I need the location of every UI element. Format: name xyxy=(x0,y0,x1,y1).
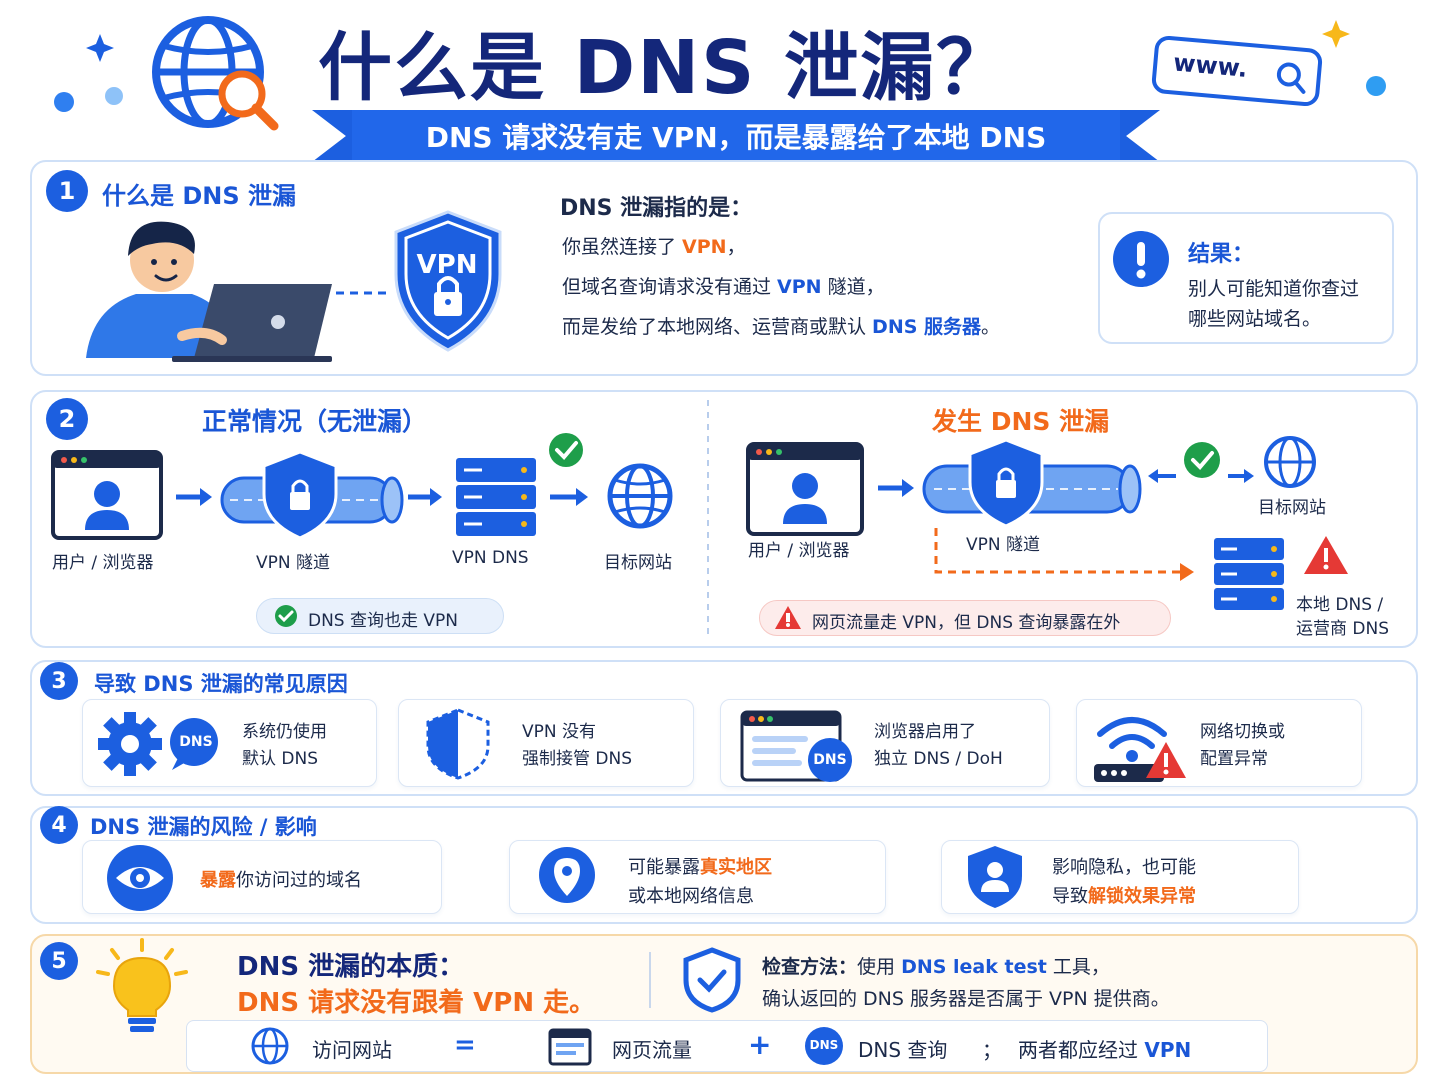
check-icon xyxy=(275,605,297,627)
target-site-globe-icon xyxy=(1264,436,1316,488)
vpn-dns-server-icon xyxy=(456,458,536,536)
normal-user-label: 用户 / 浏览器 xyxy=(52,553,154,573)
definition-line-1: 你虽然连接了 VPN， xyxy=(562,236,746,258)
section-3-title: 导致 DNS 泄漏的常见原因 xyxy=(94,672,348,696)
vpn-shield-label: VPN xyxy=(416,250,478,280)
formula-dns-badge: DNS xyxy=(809,1038,839,1052)
normal-title: 正常情况（无泄漏） xyxy=(202,407,428,436)
local-dns-label-2: 运营商 DNS xyxy=(1296,619,1390,639)
section-2-number: 2 xyxy=(46,398,88,440)
wifi-warning-icon xyxy=(1094,717,1186,782)
formula-separator: ； xyxy=(982,1038,1002,1062)
warning-icon xyxy=(775,606,801,629)
formula-dns: DNS 查询 xyxy=(858,1038,948,1062)
risk-3-line-2: 导致解锁效果异常 xyxy=(1052,886,1196,907)
section-divider xyxy=(707,400,709,640)
sparkle-decoration-icon xyxy=(54,20,1386,112)
gear-icon xyxy=(98,712,218,776)
dns-badge-icon xyxy=(805,1027,843,1065)
cause-1-line-1: 系统仍使用 xyxy=(242,722,327,742)
risk-2-line-2: 或本地网络信息 xyxy=(628,886,754,907)
vertical-divider xyxy=(649,952,651,1008)
search-icon xyxy=(1276,62,1306,94)
section-1-title: 什么是 DNS 泄漏 xyxy=(102,182,297,210)
section-1-number: 1 xyxy=(46,170,88,212)
search-box-text: www. xyxy=(1172,48,1249,83)
definition-line-3: 而是发给了本地网络、运营商或默认 DNS 服务器。 xyxy=(562,316,1001,338)
leak-title: 发生 DNS 泄漏 xyxy=(932,407,1110,436)
normal-note: DNS 查询也走 VPN xyxy=(308,611,459,631)
result-line-1: 别人可能知道你查过 xyxy=(1188,278,1360,300)
normal-flow-diagram xyxy=(51,433,673,540)
local-dns-label-1: 本地 DNS / xyxy=(1296,595,1384,615)
user-browser-icon xyxy=(51,450,163,540)
check-shield-icon xyxy=(683,947,741,1013)
user-browser-icon xyxy=(746,442,864,536)
risk-1-text: 暴露你访问过的域名 xyxy=(200,870,362,891)
browser-dns-icon xyxy=(740,710,852,782)
formula-both: 两者都应经过 VPN xyxy=(1018,1038,1192,1062)
eye-icon xyxy=(107,845,173,911)
vpn-shield-icon xyxy=(394,210,502,352)
globe-icon xyxy=(251,1027,289,1065)
location-pin-icon xyxy=(539,847,595,903)
section-4-number: 4 xyxy=(40,806,78,844)
vpn-tunnel-icon xyxy=(220,450,404,540)
section-3-number: 3 xyxy=(40,662,78,700)
person-laptop-illustration xyxy=(86,221,332,362)
user-shield-icon xyxy=(968,846,1022,908)
target-site-globe-icon xyxy=(607,463,673,529)
half-shield-icon xyxy=(426,708,490,780)
leak-note-pill xyxy=(759,600,1171,636)
dashed-connector xyxy=(336,291,392,295)
cause-2-line-2: 强制接管 DNS xyxy=(522,749,633,769)
leak-tunnel-label: VPN 隧道 xyxy=(966,535,1041,555)
cause-2-line-1: VPN 没有 xyxy=(522,722,597,742)
result-line-2: 哪些网站域名。 xyxy=(1188,308,1322,330)
webpage-icon xyxy=(548,1028,592,1066)
normal-tunnel-label: VPN 隧道 xyxy=(256,553,331,573)
search-box-illustration: www. xyxy=(1150,34,1324,108)
formula-visit: 访问网站 xyxy=(312,1038,392,1062)
section-4-title: DNS 泄漏的风险 / 影响 xyxy=(90,815,317,839)
definition-line-2: 但域名查询请求没有通过 VPN 隧道， xyxy=(562,276,885,298)
exclamation-icon xyxy=(1113,231,1169,287)
lightbulb-icon xyxy=(96,938,188,1032)
vpn-tunnel-icon xyxy=(922,438,1142,528)
formula-bar xyxy=(186,1020,1268,1072)
formula-plus: + xyxy=(748,1028,772,1061)
check-method-line-1: 检查方法：使用 DNS leak test 工具， xyxy=(762,956,1110,978)
check-icon xyxy=(549,433,583,467)
definition-heading: DNS 泄漏指的是： xyxy=(560,196,753,221)
check-method-line-2: 确认返回的 DNS 服务器是否属于 VPN 提供商。 xyxy=(762,988,1170,1010)
essence-text: DNS 请求没有跟着 VPN 走。 xyxy=(237,988,596,1018)
cause-1-line-2: 默认 DNS xyxy=(242,749,319,769)
cause-4-line-1: 网络切换或 xyxy=(1200,722,1285,742)
dns-badge: DNS xyxy=(179,734,213,750)
normal-note-pill xyxy=(256,598,504,634)
section-5-number: 5 xyxy=(40,942,78,980)
result-title: 结果： xyxy=(1188,242,1255,267)
page-title: 什么是 DNS 泄漏？ xyxy=(318,25,1013,111)
leak-user-label: 用户 / 浏览器 xyxy=(748,541,850,561)
leak-flow-diagram xyxy=(746,436,1348,610)
warning-icon xyxy=(1304,536,1348,574)
cause-3-line-2: 独立 DNS / DoH xyxy=(874,749,1003,769)
globe-search-icon xyxy=(152,16,279,131)
formula-traffic: 网页流量 xyxy=(612,1038,692,1062)
formula-equals: = xyxy=(454,1030,476,1060)
cause-4-line-2: 配置异常 xyxy=(1200,749,1268,769)
normal-dns-label: VPN DNS xyxy=(452,548,529,568)
cause-3-line-1: 浏览器启用了 xyxy=(874,722,976,742)
check-icon xyxy=(1184,442,1220,478)
essence-title: DNS 泄漏的本质： xyxy=(237,952,465,982)
risk-2-line-1: 可能暴露真实地区 xyxy=(628,857,772,878)
local-dns-server-icon xyxy=(1214,538,1284,610)
leak-note: 网页流量走 VPN，但 DNS 查询暴露在外 xyxy=(812,613,1121,633)
leak-site-label: 目标网站 xyxy=(1258,498,1326,518)
dns-badge: DNS xyxy=(813,752,847,768)
normal-site-label: 目标网站 xyxy=(604,553,672,573)
subtitle: DNS 请求没有走 VPN，而是暴露给了本地 DNS xyxy=(352,110,1120,162)
risk-3-line-1: 影响隐私，也可能 xyxy=(1052,857,1196,878)
